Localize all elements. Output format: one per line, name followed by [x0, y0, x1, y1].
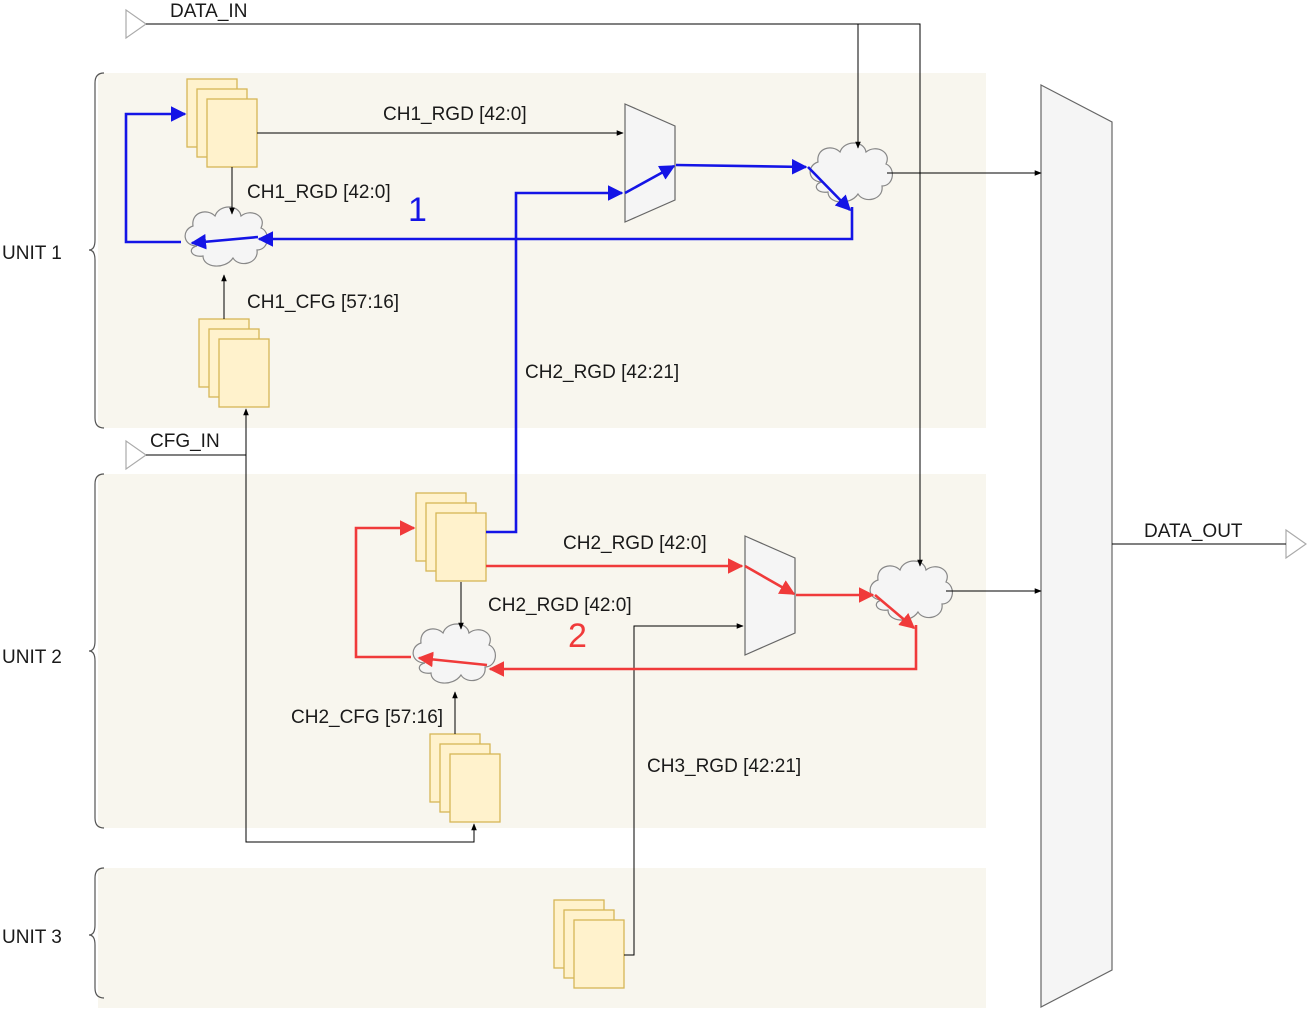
data-out-label: DATA_OUT [1144, 521, 1243, 542]
ch3-rgd-label: CH3_RGD [42:21] [647, 756, 801, 777]
path-1-number: 1 [408, 191, 427, 229]
unit1-brace [88, 72, 105, 429]
data-in-port [125, 8, 148, 40]
path-2-wires [354, 520, 918, 677]
ch2-cfg-label: CH2_CFG [57:16] [291, 707, 443, 728]
black-wires [146, 23, 1286, 956]
path-1-wires [124, 106, 854, 534]
cfg-in-label: CFG_IN [150, 431, 220, 452]
unit2-panel [98, 474, 986, 828]
path-2-number: 2 [568, 617, 587, 655]
output-mux [1040, 84, 1113, 1008]
data-in-label: DATA_IN [170, 1, 247, 22]
ch1-rgd-top-label: CH1_RGD [42:0] [383, 104, 527, 125]
ch1-cfg-label: CH1_CFG [57:16] [247, 292, 399, 313]
unit3-panel [98, 868, 986, 1008]
ch3-rgd-register [553, 899, 625, 989]
ch2-rgd-up-label: CH2_RGD [42:21] [525, 362, 679, 383]
data-out-port [1285, 528, 1307, 560]
unit3-brace [88, 867, 105, 999]
ch2-cfg-register [429, 733, 501, 823]
ch2-rgd-right-label: CH2_RGD [42:0] [563, 533, 707, 554]
ch1-cfg-register [198, 318, 270, 408]
unit3-label: UNIT 3 [2, 927, 62, 948]
unit1-label: UNIT 1 [2, 243, 62, 264]
ch1-rgd-register [186, 78, 258, 168]
ch2-rgd-register [415, 492, 487, 582]
cfg-in-port [125, 439, 148, 471]
unit2-mux [744, 535, 796, 656]
unit2-label: UNIT 2 [2, 647, 62, 668]
ch1-rgd-down-label: CH1_RGD [42:0] [247, 182, 391, 203]
unit1-mux [624, 103, 676, 223]
unit2-brace [88, 473, 105, 829]
ch2-rgd-down-label: CH2_RGD [42:0] [488, 595, 632, 616]
